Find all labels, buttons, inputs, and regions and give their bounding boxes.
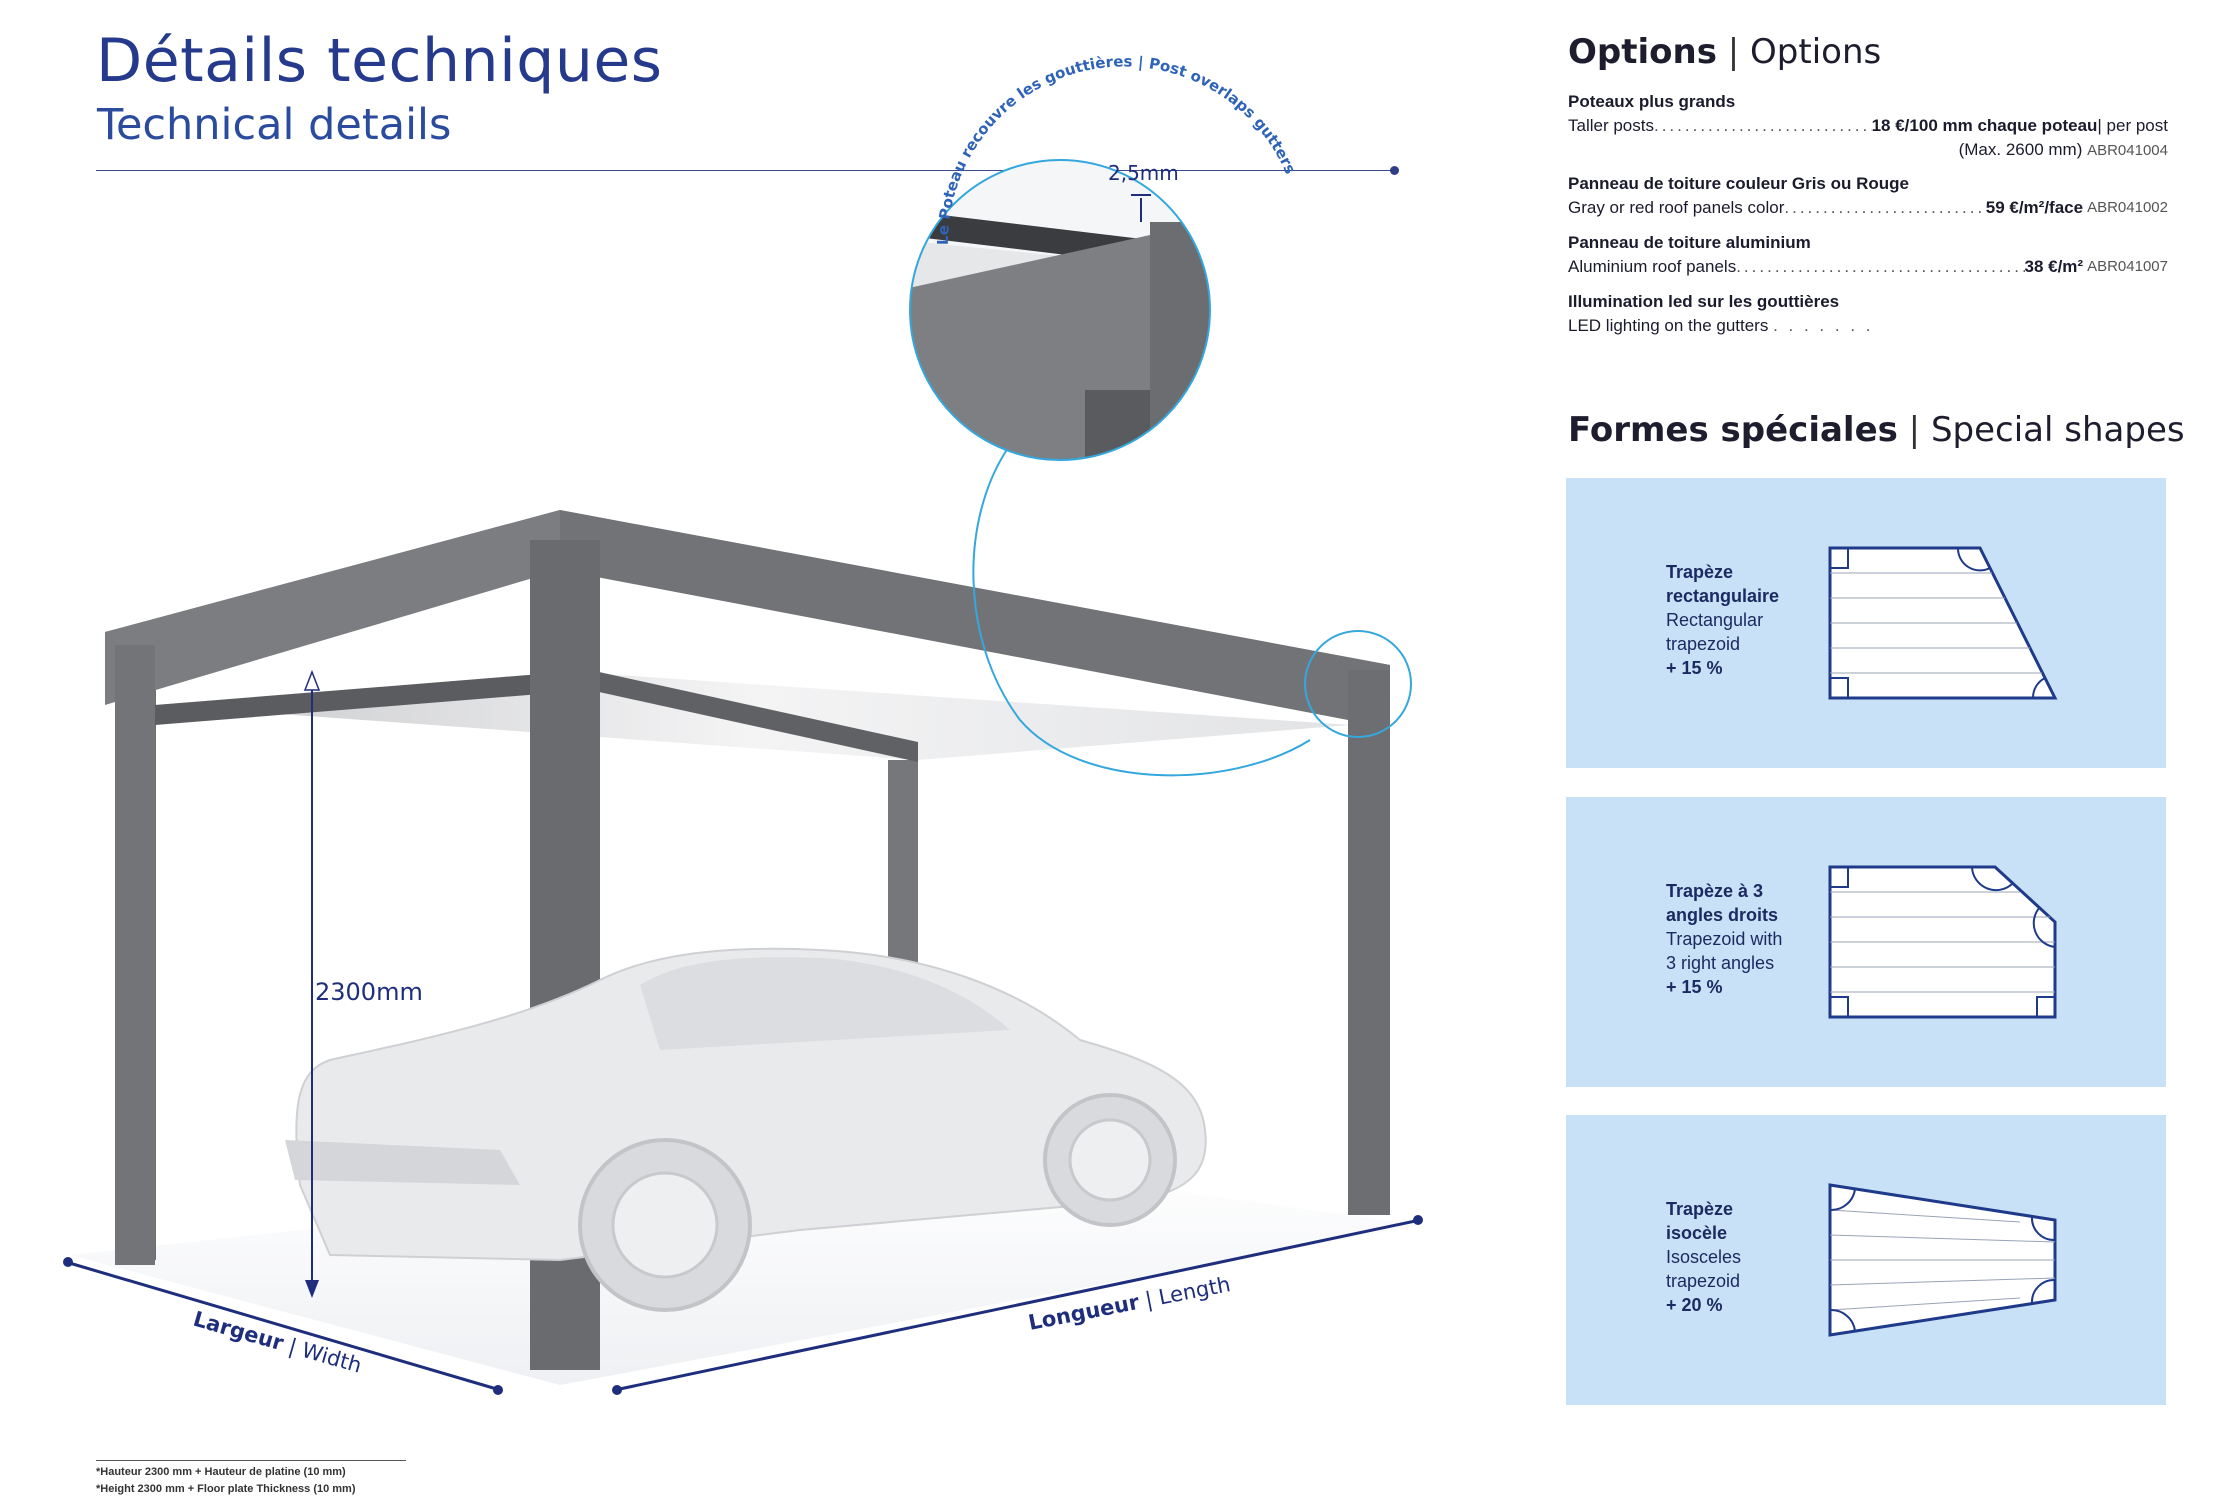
inner-beam-left [590, 670, 918, 762]
title-divider [96, 170, 1394, 171]
length-dimension-line [614, 1218, 1421, 1392]
footnote-en: *Height 2300 mm + Floor plate Thickness … [96, 1483, 356, 1495]
option-code: ABR041004 [2087, 142, 2168, 159]
shape-card-trapezoid-3-right-angles: Trapèze à 3 angles droits Trapezoid with… [1566, 797, 2166, 1087]
thickness-label: 2,5mm [1108, 161, 1179, 185]
trapezoid-3-right-angles-icon [1828, 865, 2057, 1019]
special-shapes-heading: Formes spéciales | Special shapes [1568, 410, 2185, 450]
option-aluminium-roof: Panneau de toiture aluminium Aluminium r… [1568, 231, 2168, 279]
option-code: ABR041002 [2087, 199, 2168, 216]
footnote-fr: *Hauteur 2300 mm + Hauteur de platine (1… [96, 1466, 346, 1478]
option-taller-posts: Poteaux plus grands Taller posts .......… [1568, 92, 2168, 159]
isosceles-trapezoid-icon [1828, 1183, 2057, 1337]
option-title: Panneau de toiture couleur Gris ou Rouge [1568, 174, 1909, 193]
option-title: Panneau de toiture aluminium [1568, 233, 1811, 252]
roof-side-fascia [105, 510, 560, 705]
option-desc: Gray or red roof panels color [1568, 198, 1785, 217]
option-price: 59 €/m²/face [1985, 198, 2084, 217]
option-title: Illumination led sur les gouttières [1568, 292, 1840, 311]
magnified-detail-circle [909, 159, 1211, 461]
option-desc: LED lighting on the gutters [1568, 316, 1769, 335]
rectangular-trapezoid-icon [1828, 546, 2058, 700]
option-title: Poteaux plus grands [1568, 92, 1736, 111]
footnote-divider [96, 1460, 406, 1461]
page-subtitle: Technical details [97, 100, 452, 150]
shape-label: Trapèze à 3 angles droits Trapezoid with… [1666, 881, 1783, 997]
option-price: 38 €/m² [2024, 257, 2084, 276]
shape-label: Trapèze isocèle Isosceles trapezoid + 20… [1666, 1199, 1742, 1315]
roof-front-fascia [560, 510, 1390, 728]
height-label: 2300mm [315, 978, 423, 1006]
option-price: 18 €/100 mm chaque poteau [1871, 116, 2098, 135]
inner-beam-back [155, 670, 590, 725]
detail-connector [972, 447, 1311, 777]
option-suffix: | per post [2097, 116, 2168, 135]
shape-label: Trapèze rectangulaire Rectangular trapez… [1666, 562, 1780, 678]
shape-card-rectangular-trapezoid: Trapèze rectangulaire Rectangular trapez… [1566, 478, 2166, 768]
page-title: Détails techniques [96, 26, 663, 96]
options-heading: Options | Options [1568, 32, 1882, 72]
option-led-lighting: Illumination led sur les gouttières LED … [1568, 290, 2168, 338]
detail-marker-circle [1304, 630, 1412, 738]
car-illustration [285, 947, 1207, 1312]
option-code: ABR041007 [2087, 258, 2168, 275]
width-dimension-line [65, 1260, 501, 1392]
option-note: (Max. 2600 mm) [1958, 140, 2083, 159]
option-roof-color: Panneau de toiture couleur Gris ou Rouge… [1568, 172, 2168, 220]
carport-illustration: 2300mm Largeur | Width Longueur | Length… [63, 52, 1423, 1395]
front-right-post [1348, 670, 1390, 1215]
option-desc: Taller posts [1568, 116, 1654, 135]
option-desc: Aluminium roof panels [1568, 257, 1737, 276]
shape-card-isosceles-trapezoid: Trapèze isocèle Isosceles trapezoid + 20… [1566, 1115, 2166, 1405]
title-divider-dot [1390, 166, 1399, 175]
magnified-detail [910, 160, 1210, 460]
